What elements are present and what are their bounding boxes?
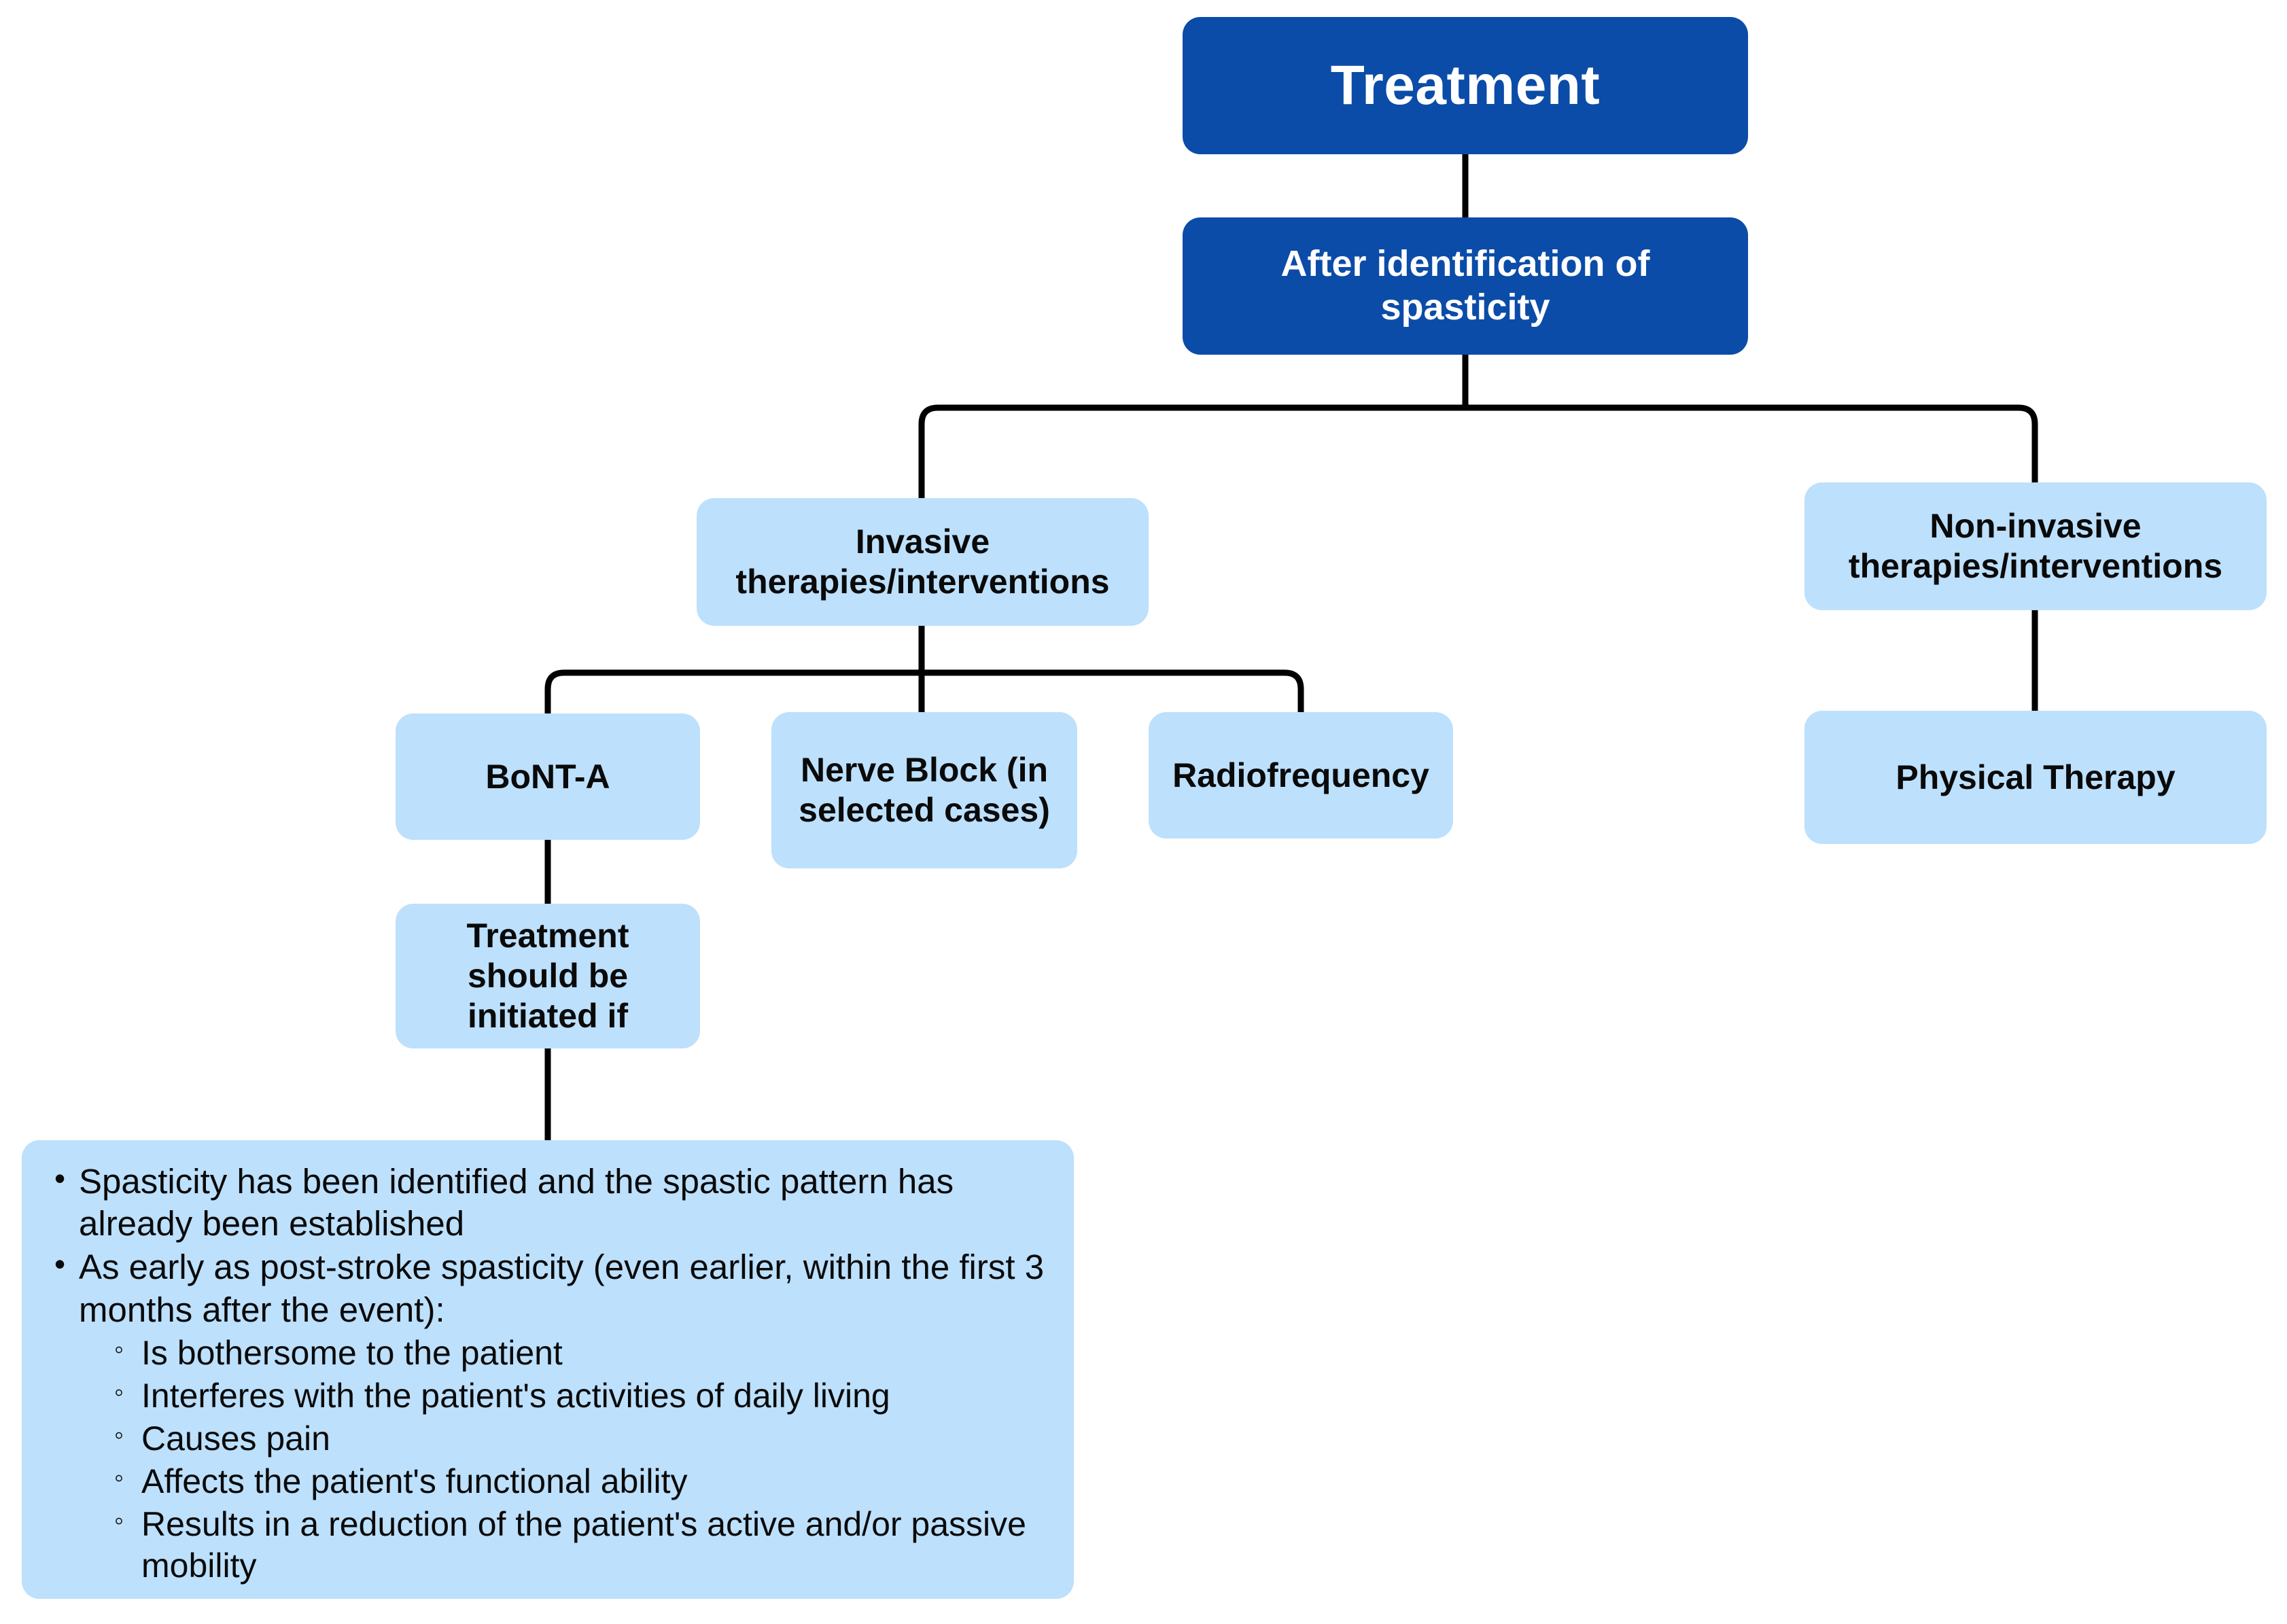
criteria-subitem-text: Causes pain <box>141 1419 330 1458</box>
list-item: Spasticity has been identified and the s… <box>54 1159 1049 1245</box>
list-item: Is bothersome to the patient <box>114 1332 1049 1374</box>
node-non-invasive-therapies[interactable]: Non-invasive therapies/interventions <box>1804 482 2267 610</box>
node-after-identification-of-spasticity[interactable]: After identification of spasticity <box>1183 217 1748 355</box>
edge-invasive-to-bont-a <box>544 669 922 713</box>
node-treatment-should-be-initiated-if[interactable]: Treatment should be initiated if <box>396 904 700 1048</box>
list-item: Results in a reduction of the patient's … <box>114 1504 1049 1587</box>
criteria-subitem-text: Results in a reduction of the patient's … <box>141 1504 1026 1585</box>
node-invasive-label: Invasive therapies/interventions <box>735 523 1110 601</box>
edge-after-identification-to-non-invasive <box>1465 404 2038 482</box>
node-nerve-block[interactable]: Nerve Block (in selected cases) <box>771 712 1077 868</box>
criteria-subitem-text: Affects the patient's functional ability <box>141 1462 688 1500</box>
node-initiate-if-label: Treatment should be initiated if <box>466 917 629 1035</box>
node-treatment-label: Treatment <box>1330 54 1601 116</box>
criteria-subitem-text: Is bothersome to the patient <box>141 1333 563 1372</box>
edge-invasive-to-radiofrequency <box>922 669 1304 712</box>
list-item: Interferes with the patient's activities… <box>114 1375 1049 1417</box>
list-item: Causes pain <box>114 1418 1049 1460</box>
node-nerve-block-label: Nerve Block (in selected cases) <box>799 751 1050 829</box>
edge-after-identification-to-invasive <box>918 404 1465 498</box>
node-non-invasive-label: Non-invasive therapies/interventions <box>1848 507 2223 585</box>
node-after-identification-label: After identification of spasticity <box>1280 243 1650 328</box>
node-bont-a[interactable]: BoNT-A <box>396 713 700 840</box>
criteria-sublist: Is bothersome to the patient Interferes … <box>79 1332 1049 1587</box>
list-item: Affects the patient's functional ability <box>114 1461 1049 1502</box>
node-physical-therapy-label: Physical Therapy <box>1896 758 2176 796</box>
node-invasive-therapies[interactable]: Invasive therapies/interventions <box>697 498 1149 626</box>
criteria-list-box: Spasticity has been identified and the s… <box>22 1140 1074 1599</box>
criteria-subitem-text: Interferes with the patient's activities… <box>141 1376 890 1415</box>
list-item: As early as post-stroke spasticity (even… <box>54 1245 1049 1587</box>
node-radiofrequency-label: Radiofrequency <box>1172 756 1429 794</box>
node-bont-a-label: BoNT-A <box>485 757 610 796</box>
node-radiofrequency[interactable]: Radiofrequency <box>1149 712 1453 839</box>
node-physical-therapy[interactable]: Physical Therapy <box>1804 711 2267 844</box>
node-treatment[interactable]: Treatment <box>1183 17 1748 154</box>
criteria-item-text: Spasticity has been identified and the s… <box>79 1162 954 1243</box>
criteria-item-text: As early as post-stroke spasticity (even… <box>79 1248 1045 1329</box>
criteria-list: Spasticity has been identified and the s… <box>46 1159 1049 1587</box>
